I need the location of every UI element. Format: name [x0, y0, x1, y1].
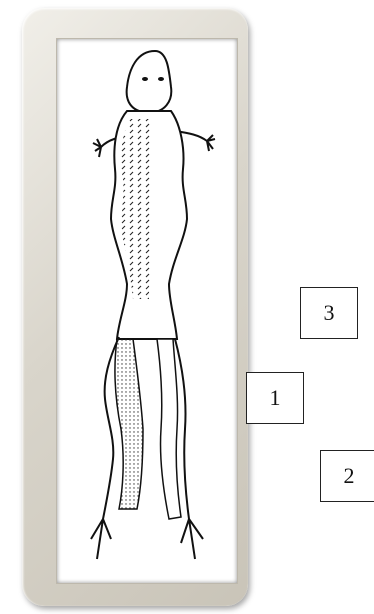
- label-box-3: 3: [300, 287, 358, 339]
- lizard-icon: [57, 39, 237, 583]
- label-1-text: 1: [270, 385, 281, 411]
- label-3-text: 3: [324, 300, 335, 326]
- label-2-text: 2: [344, 463, 355, 489]
- figure-panel: [56, 38, 238, 584]
- label-box-2: 2: [320, 450, 374, 502]
- figure-frame: [22, 8, 248, 606]
- label-box-1: 1: [246, 372, 304, 424]
